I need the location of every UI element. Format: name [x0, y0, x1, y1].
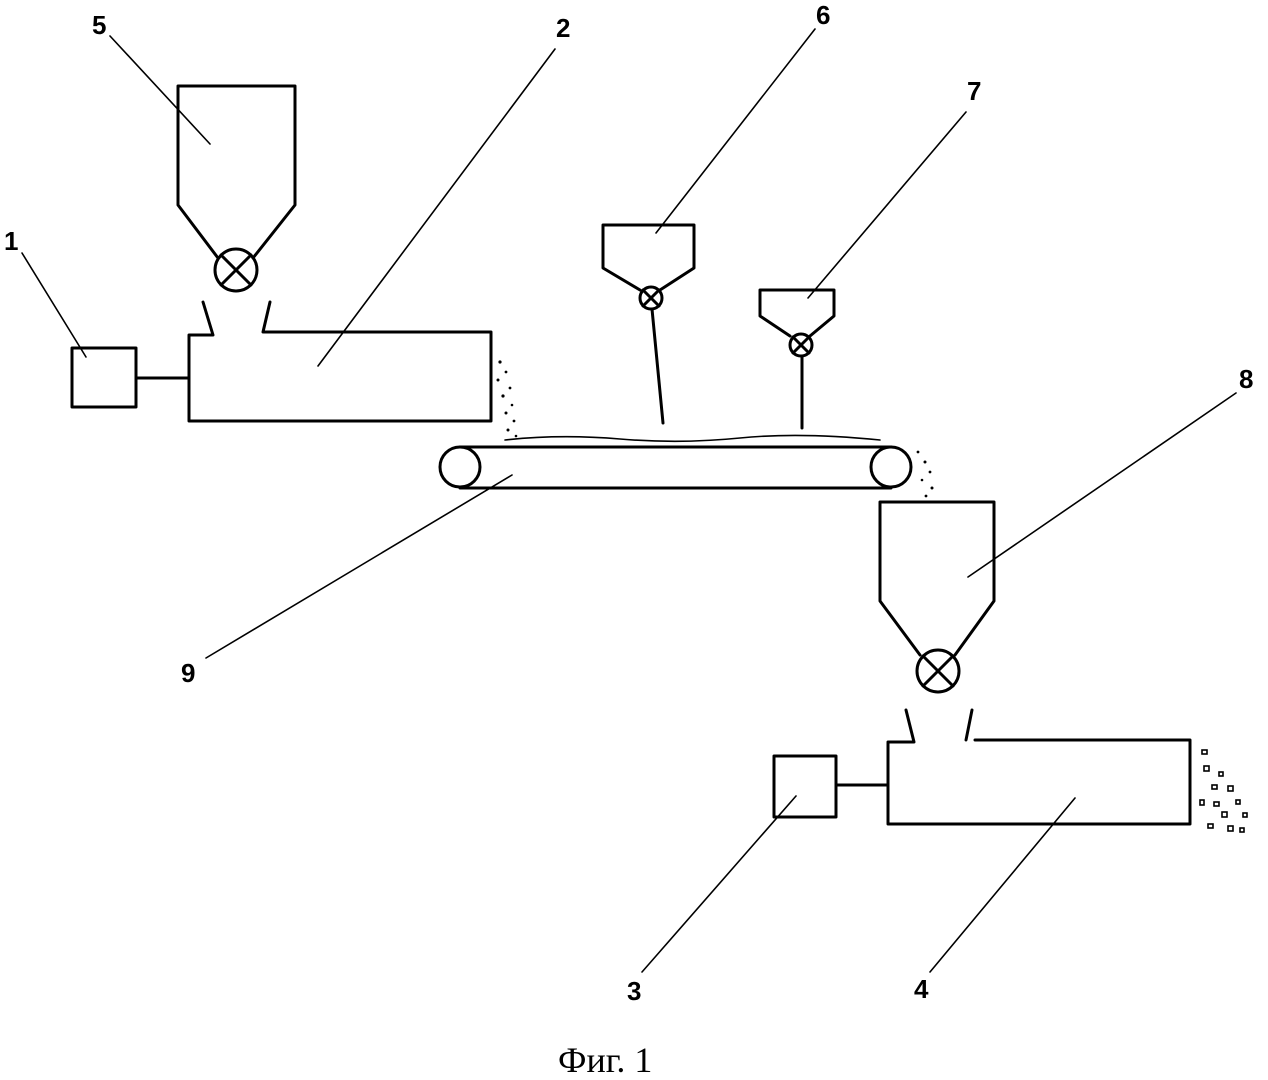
dosing-valve-5	[213, 247, 259, 293]
label-9: 9	[181, 658, 195, 688]
leader-line-7	[807, 111, 967, 299]
label-8: 8	[1239, 364, 1253, 394]
falling-material-9	[916, 450, 934, 498]
label-1: 1	[4, 226, 18, 256]
label-7: 7	[967, 76, 981, 106]
falling-material-2	[496, 360, 518, 438]
hopper-7	[758, 288, 836, 338]
leader-line-6	[655, 28, 816, 234]
label-3: 3	[627, 976, 641, 1006]
leader-line-9	[205, 474, 513, 659]
hopper-8	[878, 500, 996, 657]
label-6: 6	[816, 0, 830, 30]
label-2: 2	[556, 13, 570, 43]
label-4: 4	[914, 974, 929, 1004]
drive-unit-1	[70, 346, 138, 409]
dosing-valve-8	[915, 648, 961, 694]
output-granules	[1199, 749, 1248, 833]
label-5: 5	[92, 10, 106, 40]
extruder-2	[187, 300, 493, 423]
material-layer	[504, 434, 881, 443]
extruder-4	[886, 708, 1192, 826]
leader-line-4	[929, 797, 1076, 973]
figure-caption: Фиг. 1	[558, 1040, 652, 1080]
drive-unit-3	[772, 754, 838, 819]
leader-line-3	[641, 795, 797, 973]
dosing-valve-7	[788, 332, 814, 358]
hopper-6	[601, 223, 696, 292]
hopper-5	[176, 84, 297, 260]
leader-line-1	[21, 252, 87, 358]
leader-line-5	[109, 35, 211, 145]
feed-line-6	[650, 307, 665, 425]
leader-line-2	[317, 48, 556, 367]
leader-line-8	[967, 392, 1237, 578]
conveyor-9	[438, 434, 913, 490]
dosing-valve-6	[638, 285, 664, 311]
